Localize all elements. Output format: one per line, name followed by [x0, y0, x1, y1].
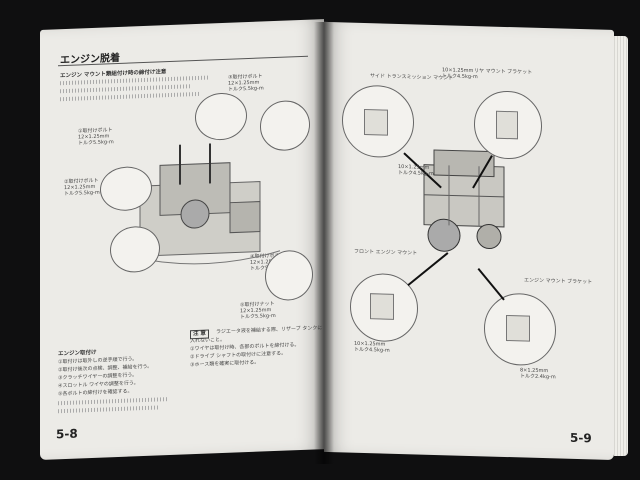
install-step: ⑤各ボルトの締付けを確認する。 [58, 388, 133, 398]
page-number: 5-9 [570, 430, 592, 446]
open-manual: エンジン脱着 エンジン マウント類組付け時の締付け注意 ①取付けボルト 12×1… [40, 19, 628, 464]
part-label: リヤ マウント ブラケット [474, 68, 533, 76]
left-page: エンジン脱着 エンジン マウント類組付け時の締付け注意 ①取付けボルト 12×1… [40, 19, 324, 461]
text-block [60, 91, 200, 102]
detail-callout [265, 249, 313, 302]
mount-torque: トルク5.5kg-m [240, 312, 276, 321]
part-label: エンジン マウント ブラケット [524, 277, 593, 286]
page-number: 5-8 [56, 426, 78, 442]
mount-bracket [364, 109, 388, 136]
mount-torque: トルク5.5kg-m [64, 189, 100, 198]
part-label: サイド トランスミッション マウント [370, 73, 454, 82]
engine-bay-illustration [129, 143, 281, 265]
right-page: リヤ マウント ブラケット 10×1.25mm トルク4.5kg-m サイド ト… [324, 21, 614, 460]
mount-bracket [496, 110, 518, 140]
engine-illustration [423, 149, 505, 252]
part-torque: トルク2.4kg-m [520, 373, 556, 381]
detail-callout [260, 99, 310, 152]
leader-line [477, 267, 505, 301]
part-torque: トルク4.5kg-m [354, 346, 390, 354]
detail-callout [195, 92, 247, 142]
text-block [58, 397, 168, 406]
part-label: フロント エンジン マウント [354, 248, 418, 257]
page-stack-edge [614, 36, 628, 456]
note-line: ③ホース類を確実に取付ける。 [190, 359, 260, 369]
note-line: ラジエータ液を補給する際、リザーブ タンクに [216, 325, 323, 336]
mount-torque: トルク5.5kg-m [228, 85, 264, 93]
note-line: 入れないこと。 [190, 336, 226, 345]
part-torque: トルク4.5kg-m [398, 169, 434, 177]
book-gutter [314, 22, 334, 464]
mount-torque: トルク5.5kg-m [78, 139, 114, 147]
mount-bracket [506, 314, 530, 342]
text-block [60, 84, 190, 94]
install-heading: エンジン取付け [58, 349, 97, 358]
text-block [58, 405, 158, 414]
mount-bracket [370, 293, 394, 320]
